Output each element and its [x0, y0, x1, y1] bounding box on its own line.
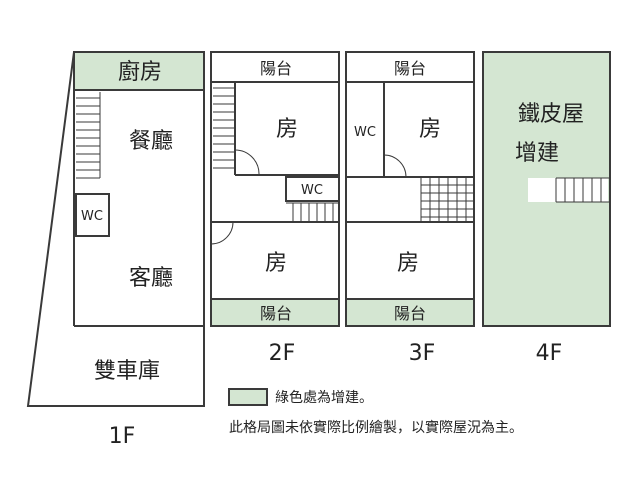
stairs-2f-left — [213, 87, 235, 169]
dining-label: 餐廳 — [129, 129, 173, 154]
floor-1f-label: 1F — [109, 424, 136, 449]
floor-3f-label: 3F — [409, 341, 436, 366]
garage-outline — [26, 51, 205, 407]
room-top-3f-label: 房 — [419, 117, 441, 142]
wc-label-2f: WC — [301, 183, 323, 198]
floor-3f-outline — [345, 51, 475, 327]
stairs-2f-right — [286, 202, 339, 222]
living-label: 客廳 — [129, 266, 173, 291]
kitchen-label: 廚房 — [118, 60, 162, 85]
legend-text: 綠色處為增建。 — [275, 389, 373, 406]
garage-label: 雙車庫 — [94, 359, 160, 384]
floor-1f — [26, 51, 205, 407]
balcony-bottom-2f-area — [210, 298, 340, 327]
room-bottom-3f-label: 房 — [397, 251, 419, 276]
wc-label-1f: WC — [81, 209, 103, 224]
room-top-2f-label: 房 — [276, 117, 298, 142]
door-arc-2f-bottom — [210, 221, 234, 245]
legend-swatch — [228, 388, 268, 406]
stair-opening-4f — [528, 178, 608, 202]
wc-box-2f — [285, 176, 340, 202]
floor-3f — [345, 51, 475, 327]
addition-label-line1: 鐵皮屋 — [518, 102, 584, 127]
kitchen-area — [73, 51, 205, 91]
wc-box-1f — [75, 193, 110, 237]
balcony-top-2f-label: 陽台 — [260, 59, 292, 78]
stairs-1f — [76, 92, 101, 179]
door-arc-3f-top — [383, 154, 407, 178]
room-bottom-2f-label: 房 — [265, 251, 287, 276]
floor-2f — [210, 51, 340, 327]
stairs-3f — [420, 177, 474, 222]
door-arc-2f-top — [234, 149, 260, 176]
balcony-bottom-3f-label: 陽台 — [394, 304, 426, 323]
floor-4f-label: 4F — [536, 341, 563, 366]
stairs-4f — [555, 177, 610, 203]
balcony-bottom-2f-label: 陽台 — [260, 304, 292, 323]
disclaimer-note: 此格局圖未依實際比例繪製，以實際屋況為主。 — [229, 419, 523, 436]
wc-label-3f: WC — [354, 125, 376, 140]
addition-label-line2: 增建 — [515, 141, 559, 166]
balcony-bottom-3f-area — [345, 298, 475, 327]
floor-4f — [482, 51, 611, 327]
floor-2f-label: 2F — [269, 341, 296, 366]
balcony-top-3f-label: 陽台 — [394, 59, 426, 78]
